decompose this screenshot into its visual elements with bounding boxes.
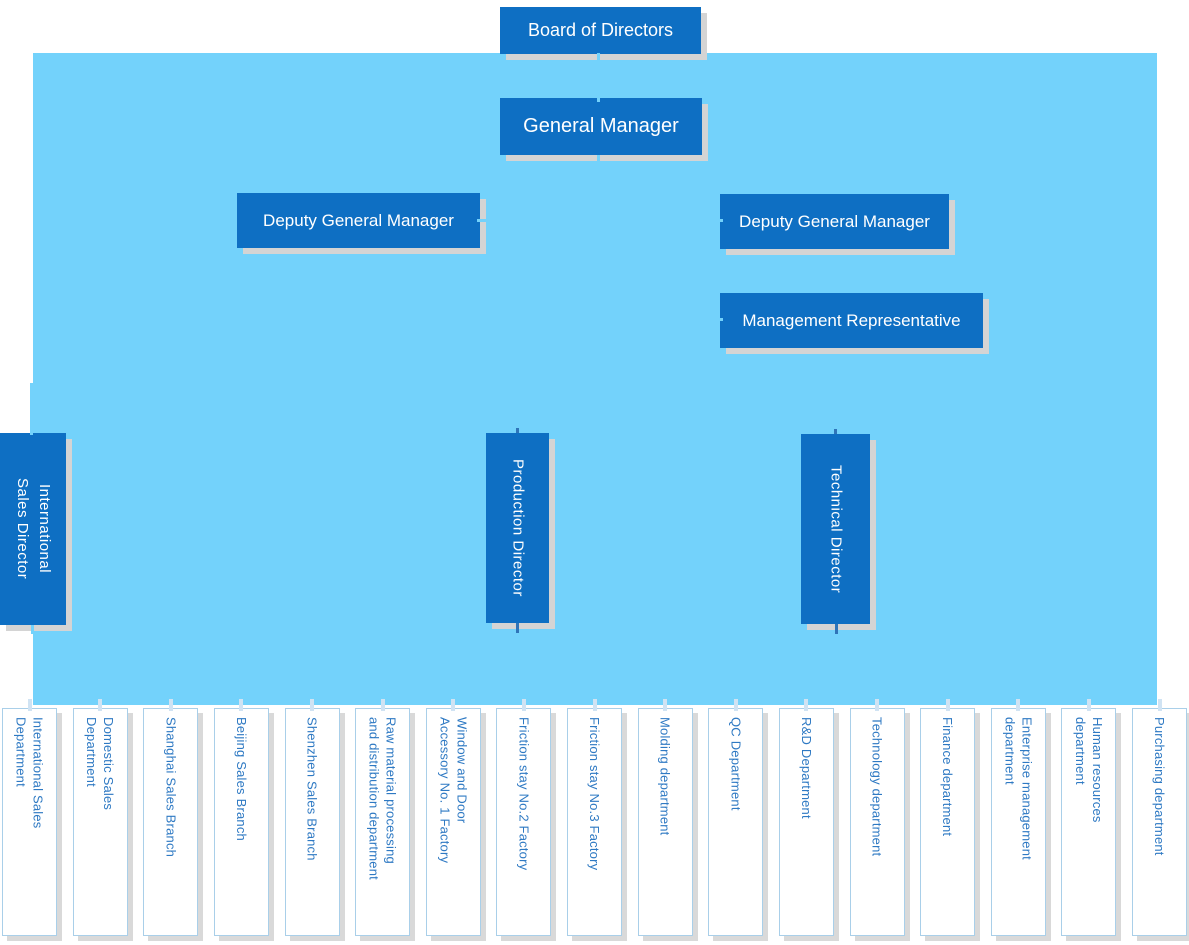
department-box: Molding department bbox=[637, 708, 693, 936]
node-deputy-general-manager-left: Deputy General Manager bbox=[237, 193, 480, 248]
node-technical-director: Technical Director bbox=[801, 434, 870, 624]
connector-intl-sales-director-v bbox=[30, 383, 33, 435]
connector-nub bbox=[285, 699, 340, 711]
connector-nub bbox=[850, 699, 905, 711]
connector-nub bbox=[1132, 699, 1187, 711]
connector-intl-sales-director-h bbox=[30, 383, 360, 386]
connector-nub bbox=[708, 699, 763, 711]
department-label: Shenzhen Sales Branch bbox=[304, 717, 320, 861]
department-box: Finance department bbox=[920, 708, 976, 936]
node-general-manager: General Manager bbox=[500, 98, 702, 155]
node-management-representative-label: Management Representative bbox=[742, 310, 961, 330]
connector-nub bbox=[638, 699, 693, 711]
connector-intl-sales-director-bottom bbox=[31, 625, 34, 634]
department-box: Raw material processing and distribution… bbox=[355, 708, 411, 936]
department-label: QC Department bbox=[728, 717, 744, 811]
department-box: Domestic Sales Department bbox=[72, 708, 128, 936]
department-box: Purchasing department bbox=[1132, 708, 1187, 936]
department-box: International Sales Department bbox=[2, 708, 57, 936]
department-box: Shenzhen Sales Branch bbox=[284, 708, 340, 936]
connector-board-to-gm bbox=[597, 53, 600, 102]
department-box: Window and Door Accessory No. 1 Factory bbox=[425, 708, 481, 936]
connector-production-director-bottom bbox=[516, 623, 519, 633]
nub-row bbox=[2, 699, 1187, 711]
connector-management-representative bbox=[597, 318, 723, 321]
connector-nub bbox=[1061, 699, 1116, 711]
connector-nub bbox=[567, 699, 622, 711]
department-box: Friction stay No.3 Factory bbox=[567, 708, 622, 936]
department-label: Shanghai Sales Branch bbox=[163, 717, 179, 858]
department-label: Raw material processing and distribution… bbox=[366, 717, 399, 880]
department-box: Enterprise management department bbox=[990, 708, 1046, 936]
connector-nub bbox=[355, 699, 410, 711]
node-production-director: Production Director bbox=[486, 433, 549, 623]
connector-deputies bbox=[477, 219, 723, 222]
department-box: Technology department bbox=[849, 708, 905, 936]
connector-nub bbox=[991, 699, 1046, 711]
department-label: Finance department bbox=[940, 717, 956, 837]
department-label: Beijing Sales Branch bbox=[233, 717, 249, 841]
department-box: Friction stay No.2 Factory bbox=[496, 708, 552, 936]
node-board-of-directors-label: Board of Directors bbox=[527, 20, 674, 40]
node-international-sales-director: International Sales Director bbox=[0, 433, 66, 625]
connector-technical-director-top bbox=[834, 429, 837, 434]
department-box: Human resources department bbox=[1061, 708, 1117, 936]
connector-nub bbox=[2, 699, 57, 711]
department-label: Window and Door Accessory No. 1 Factory bbox=[437, 717, 470, 864]
department-label: Friction stay No.2 Factory bbox=[516, 717, 532, 871]
node-production-director-label: Production Director bbox=[509, 459, 527, 597]
connector-nub bbox=[496, 699, 551, 711]
node-deputy-general-manager-right-label: Deputy General Manager bbox=[739, 211, 930, 231]
node-deputy-general-manager-right: Deputy General Manager bbox=[720, 194, 949, 249]
connector-nub bbox=[73, 699, 128, 711]
node-technical-director-label: Technical Director bbox=[827, 464, 845, 594]
connector-nub bbox=[779, 699, 834, 711]
node-management-representative: Management Representative bbox=[720, 293, 983, 348]
department-label: Technology department bbox=[869, 717, 885, 857]
department-label: Friction stay No.3 Factory bbox=[587, 717, 602, 871]
node-international-sales-director-label: International Sales Director bbox=[14, 478, 53, 580]
department-box: Beijing Sales Branch bbox=[213, 708, 269, 936]
connector-technical-director-bottom bbox=[835, 624, 838, 634]
department-label: Purchasing department bbox=[1152, 717, 1167, 856]
connector-nub bbox=[920, 699, 975, 711]
node-board-of-directors: Board of Directors bbox=[500, 7, 701, 54]
node-general-manager-label: General Manager bbox=[523, 115, 679, 137]
chart-background-panel bbox=[33, 53, 1157, 705]
department-box: QC Department bbox=[708, 708, 764, 936]
connector-nub bbox=[214, 699, 269, 711]
department-label: Human resources department bbox=[1072, 717, 1105, 823]
connector-gm-spine bbox=[597, 155, 600, 321]
department-row: International Sales Department Domestic … bbox=[2, 708, 1187, 936]
connector-nub bbox=[143, 699, 198, 711]
connector-production-director-top bbox=[516, 428, 519, 433]
department-label: R&D Department bbox=[798, 717, 814, 819]
connector-nub bbox=[426, 699, 481, 711]
department-box: R&D Department bbox=[778, 708, 834, 936]
node-deputy-general-manager-left-label: Deputy General Manager bbox=[263, 210, 454, 230]
department-label: Enterprise management department bbox=[1002, 717, 1035, 860]
department-label: Domestic Sales Department bbox=[84, 717, 117, 811]
department-label: International Sales Department bbox=[13, 717, 46, 829]
department-box: Shanghai Sales Branch bbox=[143, 708, 199, 936]
department-label: Molding department bbox=[657, 717, 673, 836]
